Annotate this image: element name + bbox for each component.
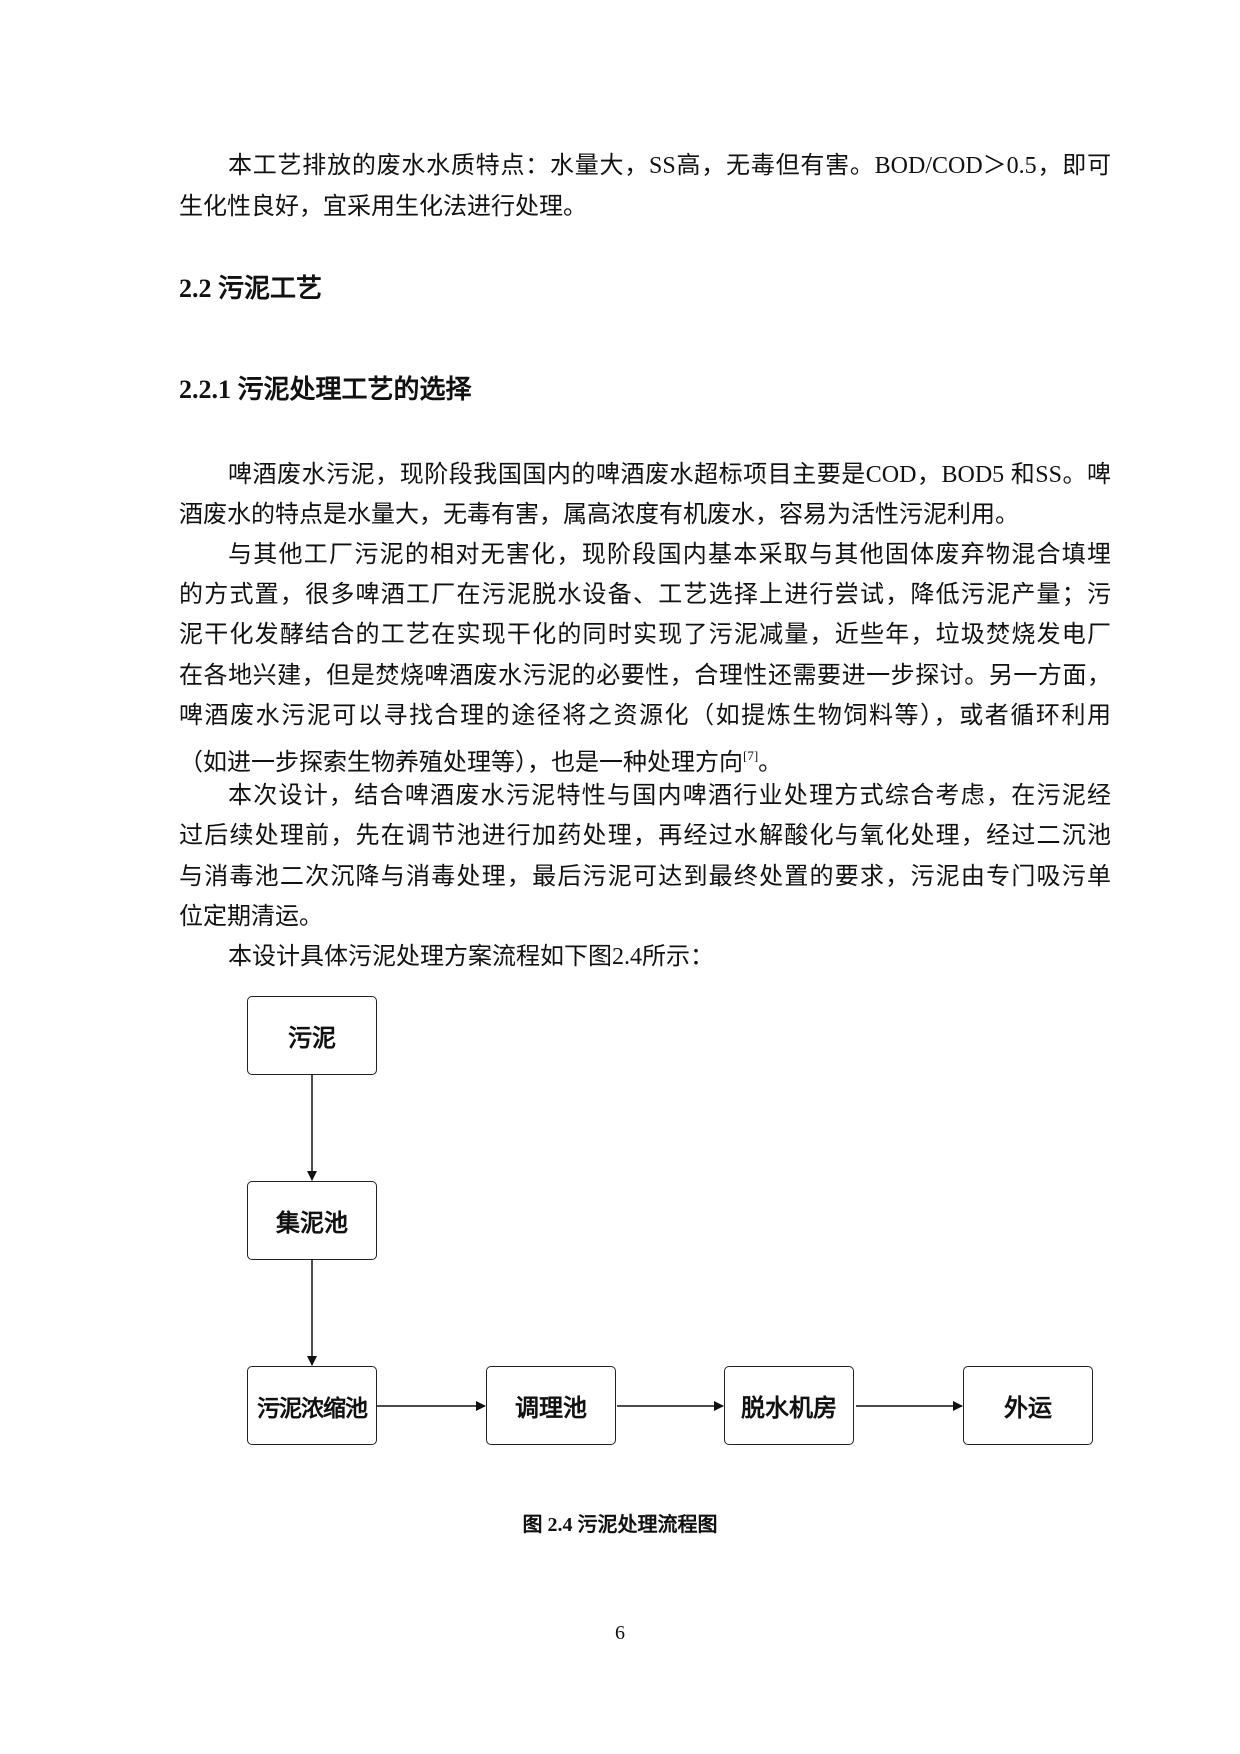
- paragraph-2-line-6: （如进一步探索生物养殖处理等），也是一种处理方向[7]。: [179, 741, 1111, 778]
- node-conditioning-tank: 调理池: [486, 1366, 616, 1445]
- paragraph-1-line-2: 酒废水的特点是水量大，无毒有害，属高浓度有机废水，容易为活性污泥利用。: [179, 502, 1019, 528]
- paragraph-1-line-1: 啤酒废水污泥，现阶段我国国内的啤酒废水超标项目主要是COD，BOD5 和SS。啤: [228, 462, 1111, 488]
- paragraph-2-line-4: 在各地兴建，但是焚烧啤酒废水污泥的必要性，合理性还需要进一步探讨。另一方面，: [179, 663, 1111, 689]
- paragraph-3-line-3: 与消毒池二次沉降与消毒处理，最后污泥可达到最终处置的要求，污泥由专门吸污单: [179, 864, 1111, 890]
- node-sludge-thickener: 污泥浓缩池: [247, 1366, 377, 1445]
- paragraph-3-line-1: 本次设计，结合啤酒废水污泥特性与国内啤酒行业处理方式综合考虑，在污泥经: [228, 783, 1111, 809]
- paragraph-3-line-4: 位定期清运。: [179, 904, 323, 930]
- paragraph-4-line-1: 本设计具体污泥处理方案流程如下图2.4所示：: [228, 944, 714, 970]
- intro-line-1: 本工艺排放的废水水质特点：水量大，SS高，无毒但有害。BOD/COD＞0.5，即…: [228, 153, 1111, 179]
- paragraph-2-line-3: 泥干化发酵结合的工艺在实现干化的同时实现了污泥减量，近些年，垃圾焚烧发电厂: [179, 622, 1111, 648]
- node-sludge: 污泥: [247, 996, 377, 1075]
- intro-line-2: 生化性良好，宜采用生化法进行处理。: [179, 194, 587, 220]
- citation[interactable]: [7]: [743, 748, 759, 763]
- section-heading: 2.2 污泥工艺: [179, 274, 323, 303]
- subsection-heading: 2.2.1 污泥处理工艺的选择: [179, 375, 472, 404]
- node-dewatering-room: 脱水机房: [724, 1366, 854, 1445]
- citation-tail: 。: [758, 750, 783, 776]
- paragraph-2-line-2: 的方式置，很多啤酒工厂在污泥脱水设备、工艺选择上进行尝试，降低污泥产量；污: [179, 582, 1111, 608]
- paragraph-2-line-1: 与其他工厂污泥的相对无害化，现阶段国内基本采取与其他固体废弃物混合填埋: [228, 542, 1111, 568]
- figure-caption: 图 2.4 污泥处理流程图: [522, 1514, 718, 1536]
- page-number: 6: [615, 1622, 625, 1644]
- node-sludge-collection-tank: 集泥池: [247, 1181, 377, 1260]
- paragraph-3-line-2: 过后续处理前，先在调节池进行加药处理，再经过水解酸化与氧化处理，经过二沉池: [179, 823, 1111, 849]
- paragraph-2-line-5: 啤酒废水污泥可以寻找合理的途径将之资源化（如提炼生物饲料等），或者循环利用: [179, 703, 1111, 729]
- paragraph-2-line-6-text: （如进一步探索生物养殖处理等），也是一种处理方向: [179, 750, 743, 776]
- node-transport-out: 外运: [963, 1366, 1093, 1445]
